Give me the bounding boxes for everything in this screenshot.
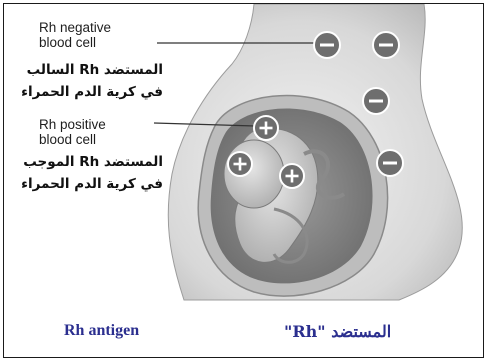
rh-negative-label: Rh negative blood cell bbox=[39, 20, 111, 50]
rh-positive-arabic-line2: في كرية الدم الحمراء bbox=[3, 176, 163, 192]
rh-negative-cell bbox=[377, 150, 403, 176]
rh-positive-arabic-label: المستضد Rh الموجب في كرية الدم الحمراء bbox=[3, 154, 163, 192]
rh-negative-cell bbox=[314, 32, 340, 58]
rh-positive-label: Rh positive blood cell bbox=[39, 117, 106, 147]
rh-negative-arabic-label: المستضد Rh السالب في كرية الدم الحمراء bbox=[3, 62, 163, 100]
rh-positive-cell bbox=[254, 116, 278, 140]
rh-negative-cell bbox=[373, 32, 399, 58]
rh-negative-arabic-line2: في كرية الدم الحمراء bbox=[3, 84, 163, 100]
rh-positive-cell bbox=[280, 164, 304, 188]
rh-negative-arabic-line1: المستضد Rh السالب bbox=[3, 62, 163, 78]
rh-negative-label-line2: blood cell bbox=[39, 35, 111, 50]
rh-positive-arabic-line1: المستضد Rh الموجب bbox=[3, 154, 163, 170]
rh-positive-cell bbox=[228, 152, 252, 176]
rh-positive-label-line1: Rh positive bbox=[39, 117, 106, 132]
figure-frame: Rh negative blood cell Rh positive blood… bbox=[3, 3, 484, 358]
rh-negative-label-line1: Rh negative bbox=[39, 20, 111, 35]
caption-english: Rh antigen bbox=[64, 322, 139, 340]
caption-arabic: المستضد "Rh" bbox=[284, 322, 391, 341]
rh-negative-cell bbox=[363, 88, 389, 114]
rh-positive-label-line2: blood cell bbox=[39, 132, 106, 147]
